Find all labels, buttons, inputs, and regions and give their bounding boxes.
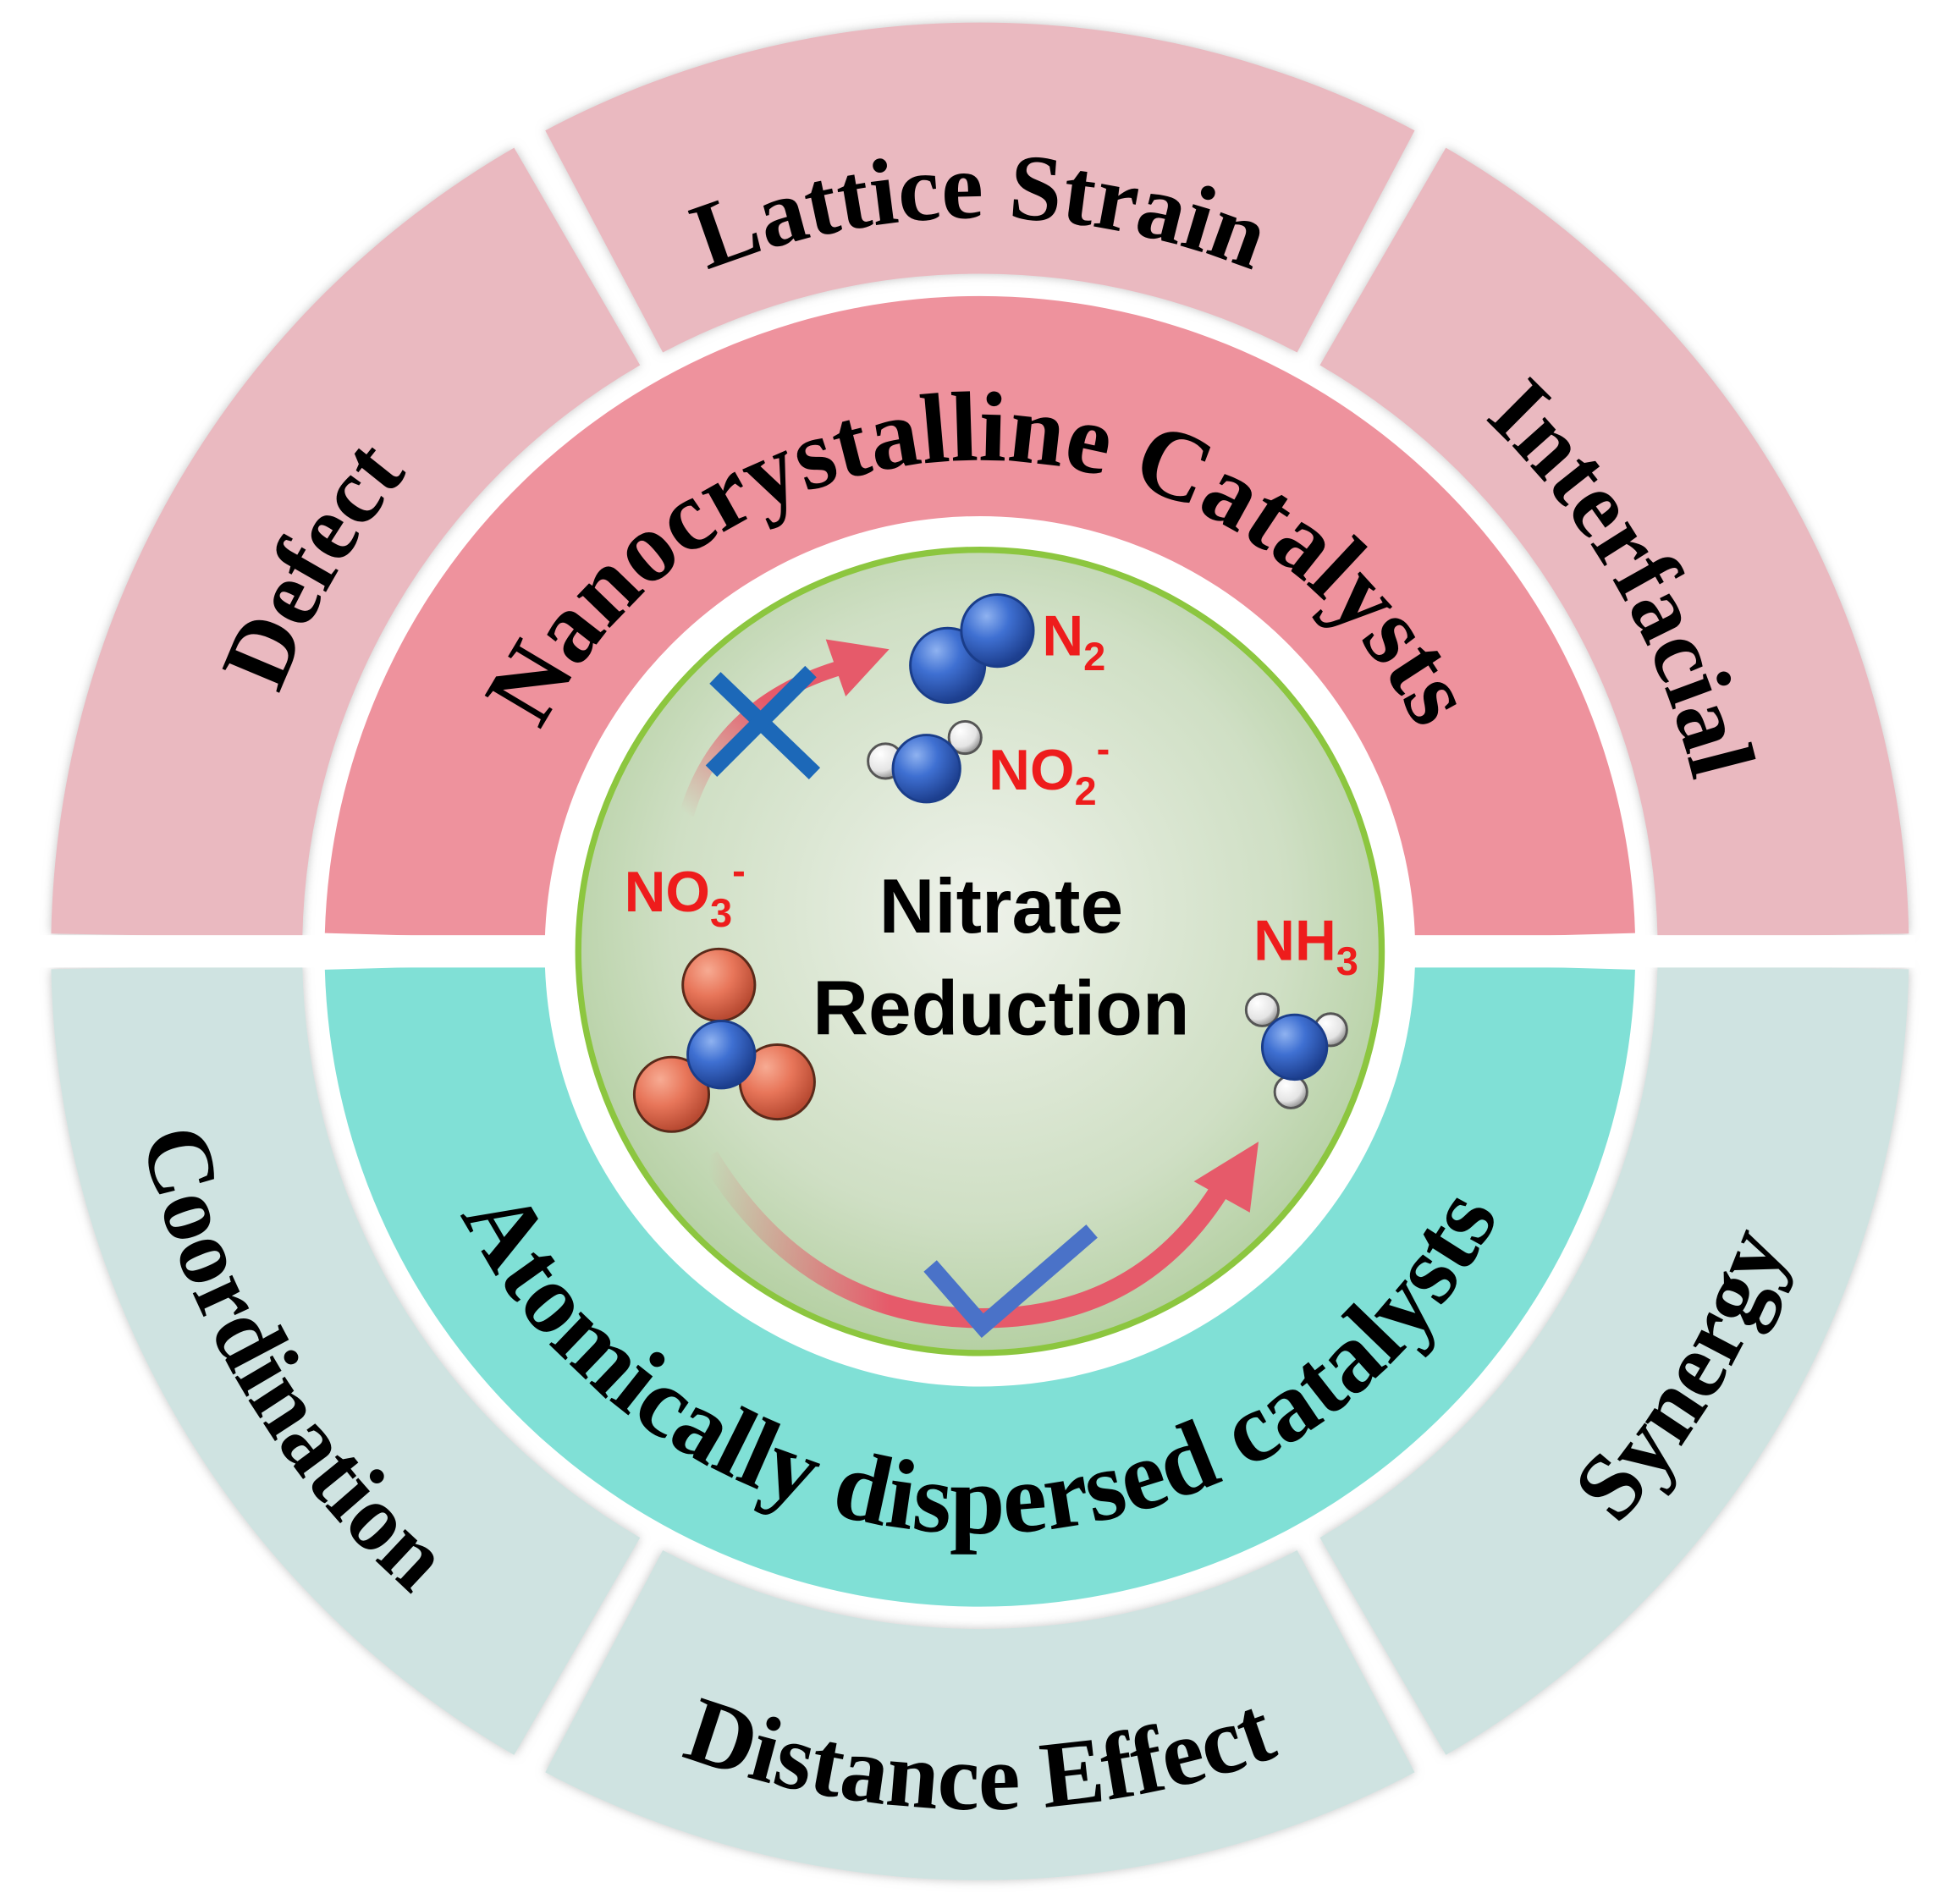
checkmark-icon <box>923 1224 1098 1339</box>
outer-segment-defect <box>51 147 641 938</box>
middle-segment-nanocrystalline <box>324 295 1635 939</box>
no2-molecule <box>867 719 983 804</box>
outer-segment-synergy <box>1319 964 1909 1755</box>
ring-segments <box>37 22 1915 1880</box>
label-no2: NO2- <box>989 726 1110 813</box>
outer-segment-distance-effect <box>545 1549 1415 1880</box>
label-nh3: NH3 <box>1253 910 1358 984</box>
n2-molecule <box>909 593 1035 704</box>
outer-segment-lattice-strain <box>545 22 1415 353</box>
cross-icon <box>705 665 821 780</box>
outer-segment-coordination <box>51 964 641 1755</box>
outer-segment-interfacial <box>1319 147 1909 938</box>
nh3-molecule <box>1244 992 1348 1109</box>
middle-segment-atomically-dispersed <box>324 963 1635 1607</box>
no3-molecule <box>632 947 816 1133</box>
center-title-line2: Reduction <box>812 966 1189 1052</box>
label-no3: NO3- <box>625 848 746 935</box>
label-n2: N2 <box>1042 605 1105 680</box>
center-title-line1: Nitrate <box>879 864 1124 949</box>
